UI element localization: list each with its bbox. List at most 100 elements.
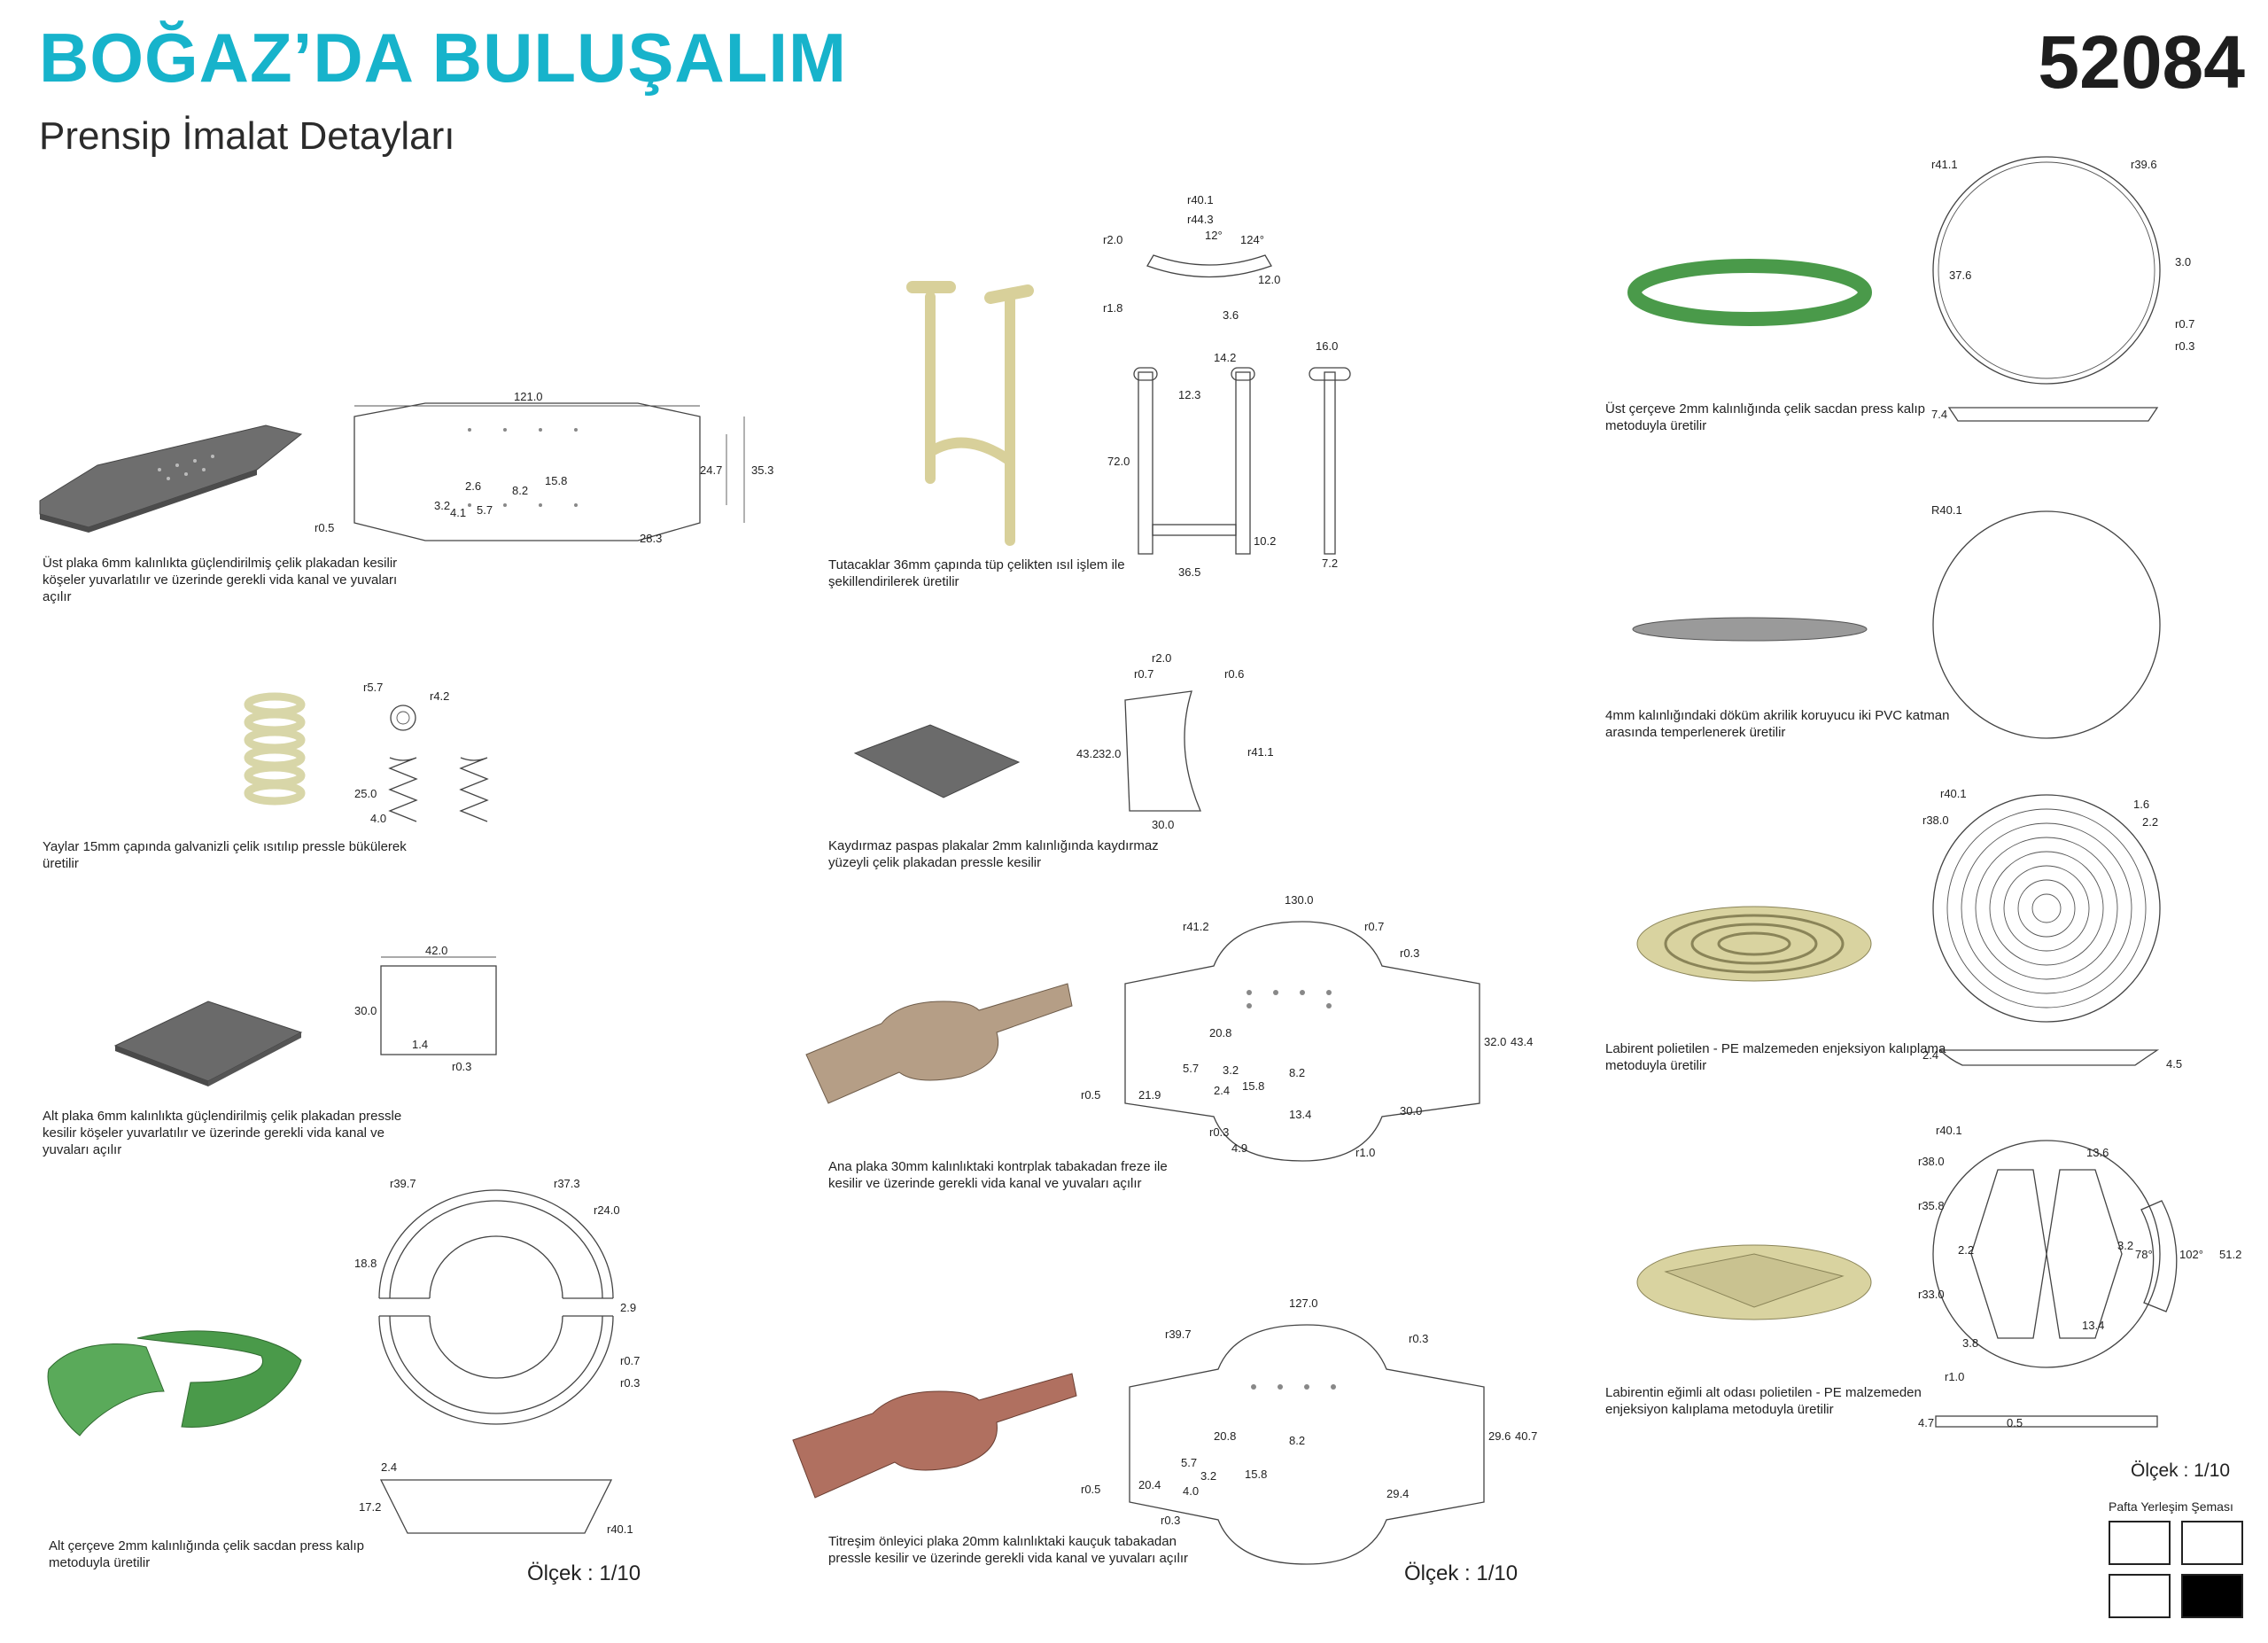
dim-top-plate-width: 35.3: [751, 463, 773, 477]
svg-text:2.6: 2.6: [465, 479, 481, 493]
svg-text:51.2: 51.2: [2219, 1248, 2241, 1261]
sheet-subtitle: Prensip İmalat Detayları: [39, 114, 455, 158]
svg-text:5.7: 5.7: [1183, 1062, 1199, 1075]
svg-text:r0.3: r0.3: [2175, 339, 2194, 353]
caption-springs: Yaylar 15mm çapında galvanizli çelik ısı…: [43, 839, 407, 871]
svg-text:0.5: 0.5: [2007, 1416, 2023, 1429]
svg-text:3.2: 3.2: [434, 499, 450, 512]
svg-text:36.5: 36.5: [1178, 565, 1200, 579]
svg-text:r44.3: r44.3: [1187, 213, 1214, 226]
svg-text:8.2: 8.2: [1289, 1434, 1305, 1447]
svg-text:21.9: 21.9: [1138, 1088, 1161, 1102]
labyrinth-render: [1636, 906, 1872, 982]
svg-text:15.8: 15.8: [545, 474, 567, 487]
main-plate-render: [805, 983, 1073, 1104]
svg-text:37.6: 37.6: [1949, 269, 1971, 282]
spring-drawing: r5.7 r4.2 25.0 4.0: [354, 681, 489, 825]
svg-text:r2.0: r2.0: [1103, 233, 1122, 246]
svg-text:r0.7: r0.7: [1134, 667, 1153, 681]
acrylic-drawing: R40.1: [1931, 503, 2161, 739]
caption-labyrinth: Labirent polietilen - PE malzemeden enje…: [1605, 1041, 1946, 1073]
top-frame-drawing: r41.1 r39.6 37.6 3.0 r0.7 r0.3 7.4: [1931, 156, 2194, 422]
svg-text:r1.0: r1.0: [1945, 1370, 1964, 1383]
svg-text:4.0: 4.0: [1183, 1484, 1199, 1498]
svg-text:r5.7: r5.7: [363, 681, 383, 694]
svg-text:2.2: 2.2: [2142, 815, 2158, 829]
scale-right: Ölçek : 1/10: [2131, 1460, 2231, 1481]
svg-text:r41.1: r41.1: [1247, 745, 1274, 759]
svg-text:4.0: 4.0: [370, 812, 386, 825]
svg-text:8.2: 8.2: [512, 484, 528, 497]
svg-text:12.0: 12.0: [1258, 273, 1280, 286]
layout-cell-3: [2109, 1574, 2171, 1618]
svg-text:r38.0: r38.0: [1918, 1155, 1945, 1168]
project-title: BOĞAZ’DA BULUŞALIM: [39, 19, 848, 97]
svg-text:124°: 124°: [1240, 233, 1264, 246]
caption-labyrinth-chamber: Labirentin eğimli alt odası polietilen -…: [1605, 1385, 1922, 1417]
svg-text:r39.7: r39.7: [390, 1177, 416, 1190]
svg-text:17.2: 17.2: [359, 1500, 381, 1514]
svg-text:3.2: 3.2: [2117, 1239, 2133, 1252]
svg-text:r41.2: r41.2: [1183, 920, 1209, 933]
top-plate-render: [39, 424, 303, 533]
svg-text:4.5: 4.5: [2166, 1057, 2182, 1071]
labyrinth-chamber-drawing: r40.1 13.6 r38.0 r35.8 2.2 3.2 78° 102° …: [1918, 1124, 2241, 1429]
labyrinth-chamber-render: [1636, 1244, 1872, 1320]
scale-middle: Ölçek : 1/10: [1404, 1561, 1518, 1585]
svg-text:r0.3: r0.3: [1161, 1514, 1180, 1527]
svg-text:43.2: 43.2: [1076, 747, 1099, 760]
svg-text:r1.8: r1.8: [1103, 301, 1122, 315]
svg-text:12°: 12°: [1205, 229, 1223, 242]
svg-text:12.3: 12.3: [1178, 388, 1200, 401]
svg-text:13.4: 13.4: [1289, 1108, 1311, 1121]
layout-scheme-label: Pafta Yerleşim Şeması: [2109, 1499, 2233, 1514]
svg-text:28.3: 28.3: [640, 532, 662, 545]
svg-text:r0.3: r0.3: [452, 1060, 471, 1073]
caption-top-plate: Üst plaka 6mm kalınlıkta güçlendirilmiş …: [43, 556, 398, 604]
vibration-plate-render: [792, 1373, 1077, 1499]
svg-text:32.0: 32.0: [1099, 747, 1121, 760]
bottom-plate-render: [113, 1001, 303, 1086]
svg-text:r0.3: r0.3: [1209, 1125, 1229, 1139]
svg-text:r24.0: r24.0: [594, 1203, 620, 1217]
layout-cell-1: [2109, 1521, 2171, 1565]
svg-text:16.0: 16.0: [1316, 339, 1338, 353]
svg-text:43.4: 43.4: [1511, 1035, 1533, 1048]
svg-text:r0.6: r0.6: [1224, 667, 1244, 681]
svg-text:1.4: 1.4: [412, 1038, 428, 1051]
top-frame-render: [1627, 259, 1872, 326]
layout-cell-2: [2181, 1521, 2243, 1565]
svg-text:3.0: 3.0: [2175, 255, 2191, 269]
svg-text:29.6: 29.6: [1488, 1429, 1511, 1443]
svg-text:14.2: 14.2: [1214, 351, 1236, 364]
svg-text:20.8: 20.8: [1209, 1026, 1231, 1040]
svg-text:7.2: 7.2: [1322, 557, 1338, 570]
caption-handles: Tutacaklar 36mm çapında tüp çelikten ısı…: [828, 557, 1125, 589]
svg-text:r40.1: r40.1: [1936, 1124, 1962, 1137]
scale-left: Ölçek : 1/10: [527, 1561, 641, 1585]
vibration-plate-drawing: 127.0 r39.7 r0.3 20.8 8.2 3.2 5.7 4.0 15…: [1081, 1296, 1537, 1565]
svg-text:5.7: 5.7: [477, 503, 493, 517]
svg-text:r37.3: r37.3: [554, 1177, 580, 1190]
svg-text:4.7: 4.7: [1918, 1416, 1934, 1429]
svg-text:72.0: 72.0: [1107, 455, 1130, 468]
svg-text:r0.5: r0.5: [1081, 1483, 1100, 1496]
svg-text:r33.0: r33.0: [1918, 1288, 1945, 1301]
caption-bottom-frame: Alt çerçeve 2mm kalınlığında çelik sacda…: [49, 1538, 364, 1570]
svg-text:r0.3: r0.3: [1409, 1332, 1428, 1345]
mat-plate-drawing: r2.0 r0.7 r0.6 43.2 32.0 r41.1 30.0: [1076, 651, 1274, 831]
svg-text:127.0: 127.0: [1289, 1296, 1318, 1310]
svg-text:20.4: 20.4: [1138, 1478, 1161, 1491]
svg-text:18.8: 18.8: [354, 1257, 377, 1270]
caption-bottom-plate: Alt plaka 6mm kalınlıkta güçlendirilmiş …: [43, 1109, 402, 1157]
caption-vibration-plate: Titreşim önleyici plaka 20mm kalınlıktak…: [828, 1534, 1189, 1566]
svg-text:15.8: 15.8: [1242, 1079, 1264, 1093]
caption-main-plate: Ana plaka 30mm kalınlıktaki kontrplak ta…: [828, 1159, 1168, 1191]
acrylic-render: [1632, 617, 1868, 642]
svg-text:r0.3: r0.3: [620, 1376, 640, 1390]
svg-text:25.0: 25.0: [354, 787, 377, 800]
caption-top-frame: Üst çerçeve 2mm kalınlığında çelik sacda…: [1605, 401, 1925, 433]
svg-text:4.9: 4.9: [1231, 1141, 1247, 1155]
top-plate-drawing: 121.0 35.3 24.7 2.6 15.8 8.2 3.2 4.1 5.7…: [315, 390, 773, 545]
layout-cell-4: [2181, 1574, 2243, 1618]
